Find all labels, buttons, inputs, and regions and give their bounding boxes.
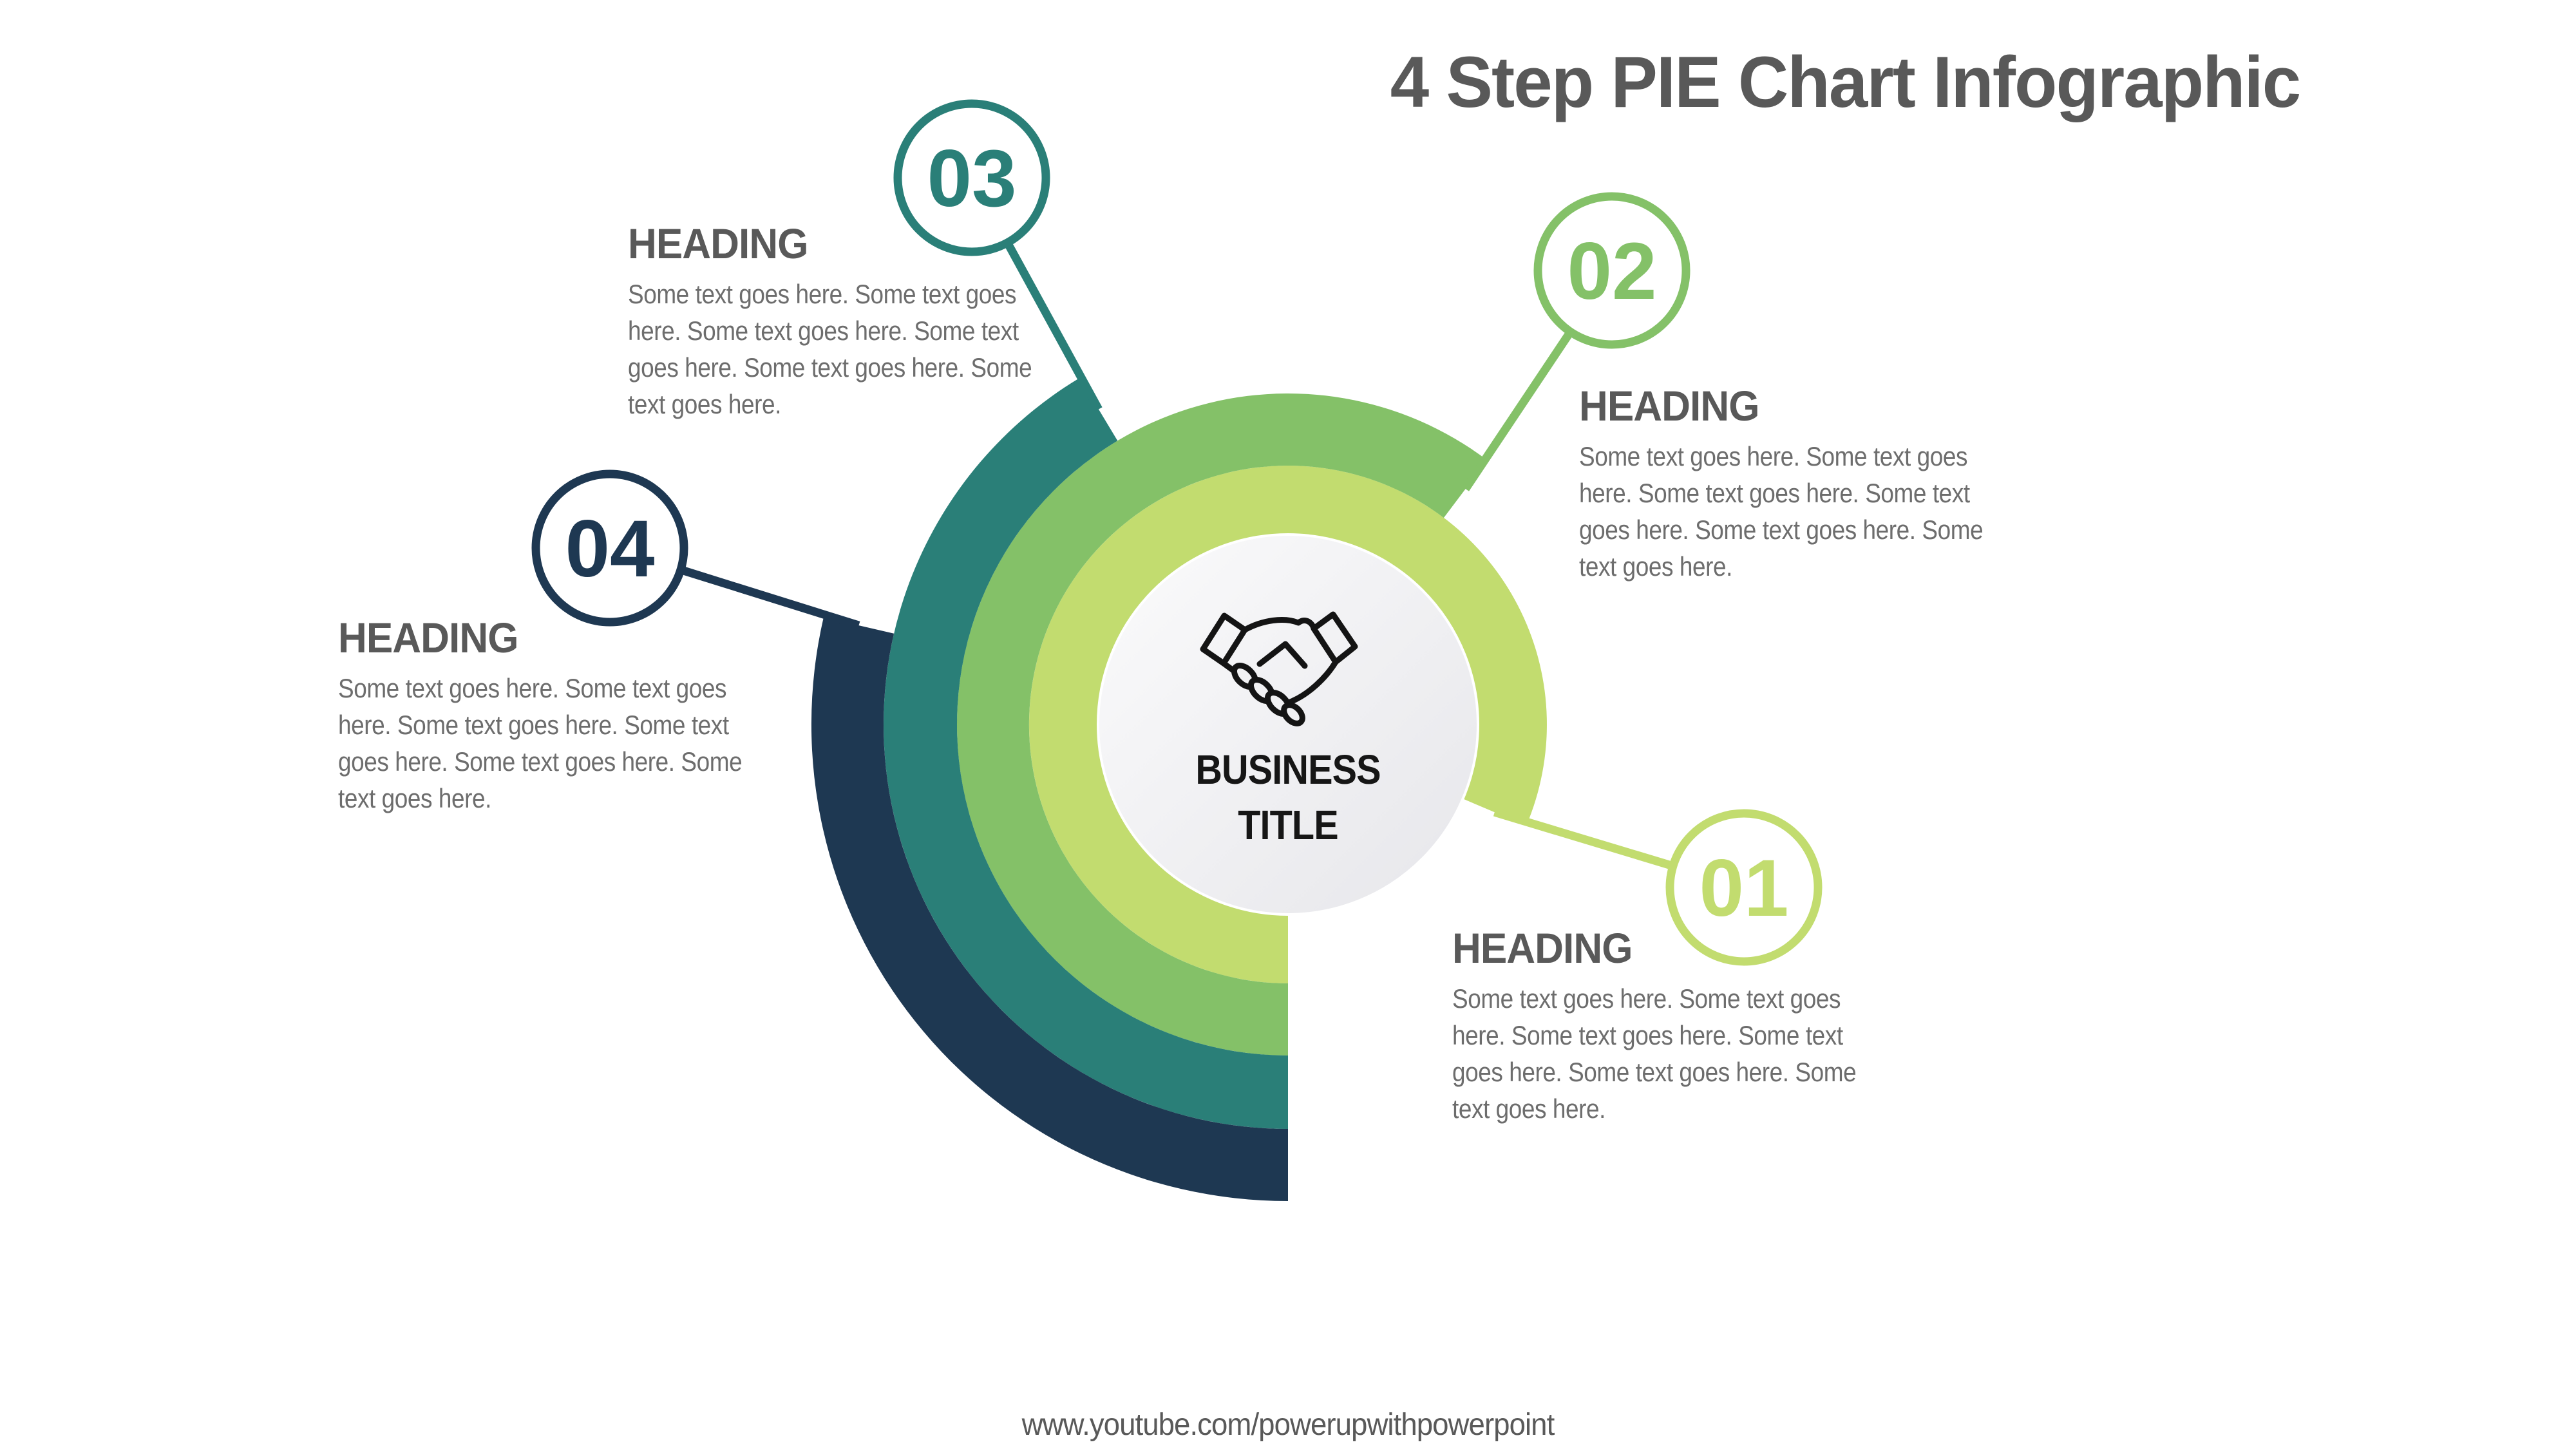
page-title: 4 Step PIE Chart Infographic bbox=[1390, 42, 2301, 122]
step-02-heading: HEADING bbox=[1579, 382, 1759, 430]
ring-step-02 bbox=[956, 393, 1488, 1056]
step-04-body: Some text goes here. Some text goes here… bbox=[338, 670, 743, 817]
body-line: goes here. Some text goes here. Some bbox=[338, 746, 743, 777]
center-title-line2: TITLE bbox=[1238, 802, 1338, 848]
step-03-text-block: HEADING Some text goes here. Some text g… bbox=[628, 221, 1087, 422]
center-title-line1: BUSINESS bbox=[1195, 746, 1381, 793]
handshake-top-edge bbox=[1242, 617, 1317, 633]
handshake-knuckle-4 bbox=[1281, 702, 1305, 726]
pie-rings bbox=[811, 377, 1547, 1201]
body-line: Some text goes here. Some text goes bbox=[1579, 441, 1968, 471]
body-line: goes here. Some text goes here. Some bbox=[1452, 1057, 1857, 1087]
ring-step-04 bbox=[811, 617, 1288, 1201]
body-line: Some text goes here. Some text goes bbox=[1452, 983, 1841, 1014]
body-line: Some text goes here. Some text goes bbox=[628, 279, 1017, 309]
connector-step-03 bbox=[1004, 241, 1103, 412]
step-03-heading: HEADING bbox=[628, 220, 808, 267]
step-01-heading: HEADING bbox=[1452, 924, 1633, 972]
body-line: goes here. Some text goes here. Some bbox=[1579, 515, 1984, 545]
step-01-number: 01 bbox=[1699, 844, 1788, 933]
step-04-heading: HEADING bbox=[338, 614, 518, 661]
body-line: here. Some text goes here. Some text bbox=[338, 710, 729, 740]
body-line: text goes here. bbox=[1579, 551, 1732, 582]
step-02-number: 02 bbox=[1567, 227, 1656, 316]
step-04-badge bbox=[531, 469, 688, 627]
connector-step-02 bbox=[1462, 330, 1574, 491]
step-02-body: Some text goes here. Some text goes here… bbox=[1579, 438, 1984, 585]
ring-step-03 bbox=[884, 377, 1288, 1130]
step-01-badge bbox=[1665, 809, 1823, 966]
connector-step-01 bbox=[1493, 808, 1671, 869]
step-03-number: 03 bbox=[927, 134, 1016, 223]
body-line: Some text goes here. Some text goes bbox=[338, 673, 727, 703]
center-business-title: BUSINESS TITLE bbox=[1114, 742, 1462, 853]
connector-step-04 bbox=[680, 565, 860, 630]
body-line: here. Some text goes here. Some text bbox=[628, 316, 1019, 346]
step-02-badge bbox=[1533, 192, 1690, 349]
body-line: goes here. Some text goes here. Some bbox=[628, 352, 1032, 383]
connector-lines bbox=[680, 241, 1671, 869]
step-03-badge bbox=[893, 99, 1050, 256]
handshake-thumb bbox=[1256, 641, 1308, 669]
center-circle bbox=[1097, 533, 1479, 916]
step-badges: 01 02 03 04 bbox=[531, 99, 1823, 966]
body-line: text goes here. bbox=[338, 783, 491, 813]
step-04-text-block: HEADING Some text goes here. Some text g… bbox=[338, 615, 797, 817]
body-line: text goes here. bbox=[628, 389, 781, 419]
step-04-number: 04 bbox=[565, 504, 654, 594]
step-02-text-block: HEADING Some text goes here. Some text g… bbox=[1579, 383, 2038, 585]
body-line: here. Some text goes here. Some text bbox=[1579, 478, 1970, 508]
body-line: here. Some text goes here. Some text bbox=[1452, 1020, 1843, 1050]
handshake-icon bbox=[1200, 611, 1358, 726]
step-03-body: Some text goes here. Some text goes here… bbox=[628, 276, 1032, 422]
step-01-body: Some text goes here. Some text goes here… bbox=[1452, 980, 1857, 1127]
body-line: text goes here. bbox=[1452, 1094, 1605, 1124]
step-01-text-block: HEADING Some text goes here. Some text g… bbox=[1452, 925, 1911, 1127]
footer-url: www.youtube.com/powerupwithpowerpoint bbox=[1021, 1408, 1555, 1442]
